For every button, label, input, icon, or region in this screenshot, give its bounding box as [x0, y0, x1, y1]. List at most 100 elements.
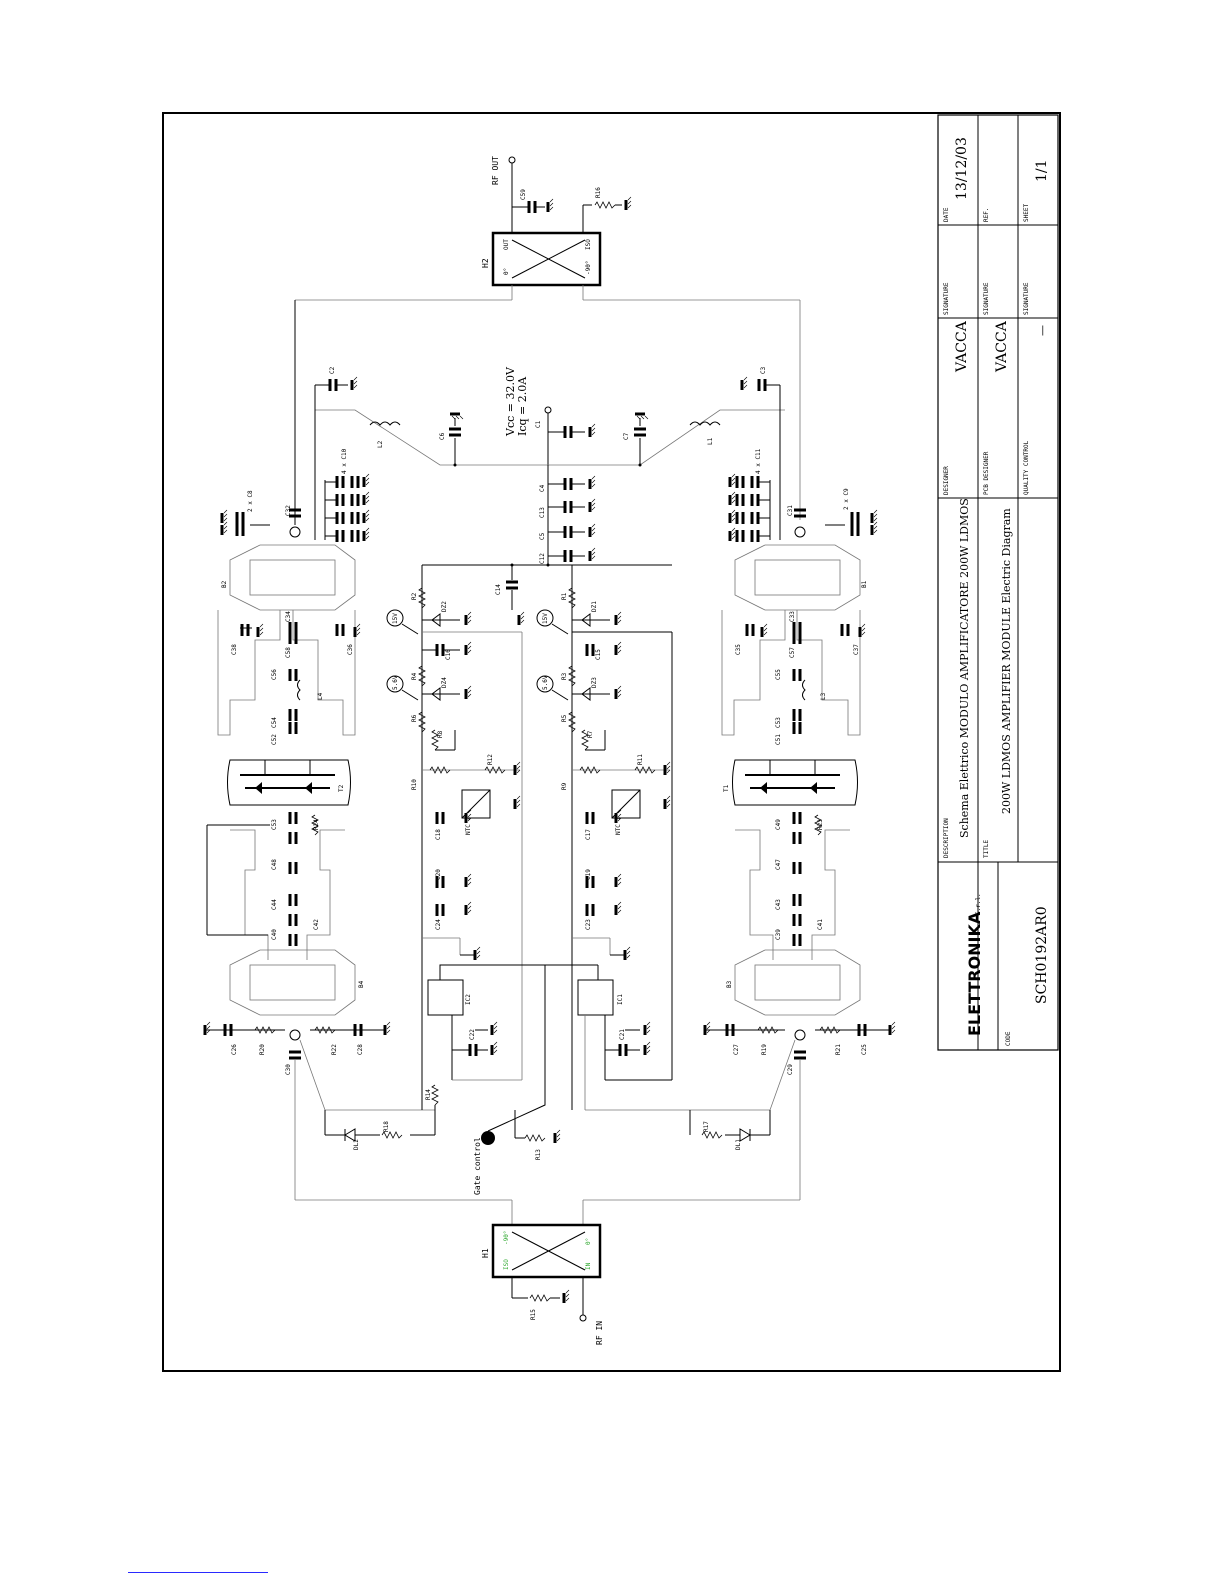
svg-text:C16: C16: [445, 649, 452, 660]
svg-text:C19: C19: [585, 869, 592, 880]
ref-label: REF.: [983, 208, 990, 222]
svg-text:2 x C8: 2 x C8: [247, 490, 254, 512]
svg-text:S.r.l.: S.r.l.: [975, 893, 982, 915]
rf-in-section: H1 -90° ISO 0° IN R15 RF IN: [294, 1190, 801, 1345]
bias-network-bottom: R1 15V DZ1 C15 R3 5.6V DZ3 R5 R7 R9 R11 …: [536, 565, 771, 1150]
svg-text:0°: 0°: [503, 268, 510, 275]
svg-text:H2: H2: [481, 258, 490, 268]
svg-text:C40: C40: [271, 929, 278, 940]
svg-text:DZ4: DZ4: [441, 677, 448, 688]
svg-text:L2: L2: [377, 440, 384, 448]
svg-text:5.6V: 5.6V: [542, 675, 549, 690]
svg-text:C18: C18: [435, 829, 442, 840]
gate-control-terminal[interactable]: [481, 1131, 495, 1145]
svg-text:C20: C20: [435, 869, 442, 880]
svg-text:5.6V: 5.6V: [392, 675, 399, 690]
title-block: DATE 13/12/03 REF. SHEET 1/1 SIGNATURE S…: [937, 114, 1059, 1051]
svg-text:DZ2: DZ2: [441, 601, 448, 612]
svg-text:R19: R19: [761, 1044, 768, 1055]
svg-text:C43: C43: [775, 899, 782, 910]
hybrid-h2: [491, 231, 602, 287]
designer-label: DESIGNER: [943, 466, 950, 495]
svg-text:C52: C52: [271, 734, 278, 745]
svg-text:R7: R7: [587, 730, 594, 738]
svg-text:C56: C56: [271, 669, 278, 680]
svg-text:C36: C36: [347, 644, 354, 655]
svg-text:R20: R20: [259, 1044, 266, 1055]
svg-text:C58: C58: [285, 647, 292, 658]
svg-text:C3: C3: [760, 366, 767, 374]
svg-text:C2: C2: [329, 366, 336, 374]
svg-text:C44: C44: [271, 899, 278, 910]
vcc-label: Vcc = 32.0V: [504, 366, 517, 437]
svg-text:C28: C28: [357, 1044, 364, 1055]
svg-text:C14: C14: [495, 584, 502, 595]
svg-text:B3: B3: [726, 980, 733, 988]
svg-text:R23: R23: [817, 819, 824, 830]
svg-text:B4: B4: [358, 980, 365, 988]
rf-out-label: RF OUT: [491, 156, 500, 185]
svg-text:ELETTRONIKA: ELETTRONIKA: [965, 911, 984, 1036]
balun-b1: [734, 544, 861, 611]
svg-text:L3: L3: [820, 692, 827, 700]
svg-text:C23: C23: [585, 919, 592, 930]
svg-text:C59: C59: [520, 189, 527, 200]
svg-text:R11: R11: [637, 754, 644, 765]
channel-bottom: C3 C31 2 x C9 4 x C11 B1 C33 C57 C35 C37…: [690, 366, 897, 1190]
ic2: [427, 979, 464, 1016]
svg-text:C21: C21: [619, 1029, 626, 1040]
company-logo: ELETTRONIKA S.r.l.: [965, 893, 984, 1036]
ntc-2: [461, 789, 491, 819]
svg-text:C55: C55: [775, 669, 782, 680]
svg-text:R4: R4: [411, 672, 418, 680]
svg-text:L1: L1: [707, 437, 714, 445]
svg-text:C1: C1: [535, 420, 542, 428]
code-value: SCH0192AR0: [1034, 906, 1050, 1004]
svg-text:C57: C57: [789, 647, 796, 658]
channel-top: C2 C32 2 x C8 4 x C10 B2 C34 C58 C38: [203, 366, 435, 1190]
rf-in-label: RF IN: [595, 1321, 604, 1345]
svg-text:C7: C7: [623, 432, 630, 440]
svg-text:ISO: ISO: [503, 1259, 510, 1270]
title-value: 200W LDMOS AMPLIFIER MODULE Electric Dia…: [1000, 508, 1013, 814]
svg-text:C25: C25: [861, 1044, 868, 1055]
svg-text:C22: C22: [469, 1029, 476, 1040]
footer-link-underline[interactable]: [128, 1572, 268, 1573]
transistor-t1: [732, 759, 858, 806]
date-value: 13/12/03: [954, 137, 970, 200]
svg-text:OUT: OUT: [503, 239, 510, 250]
svg-text:L4: L4: [317, 692, 324, 700]
svg-text:C5: C5: [539, 532, 546, 540]
quality-label: QUALITY CONTROL: [1023, 440, 1030, 495]
svg-text:R9: R9: [561, 782, 568, 790]
svg-text:ISO: ISO: [585, 239, 592, 250]
svg-text:IC2: IC2: [465, 994, 472, 1005]
signature-label-2: SIGNATURE: [983, 282, 990, 315]
svg-text:C37: C37: [853, 644, 860, 655]
svg-text:C53: C53: [775, 717, 782, 728]
svg-text:DZ3: DZ3: [591, 677, 598, 688]
svg-text:R17: R17: [703, 1121, 710, 1132]
svg-text:R22: R22: [331, 1044, 338, 1055]
svg-text:C48: C48: [271, 859, 278, 870]
svg-text:R10: R10: [411, 779, 418, 790]
svg-text:R8: R8: [437, 730, 444, 738]
svg-text:C35: C35: [735, 644, 742, 655]
ntc-1: [611, 789, 641, 819]
svg-text:R2: R2: [411, 592, 418, 600]
svg-text:C29: C29: [787, 1064, 794, 1075]
svg-text:R1: R1: [561, 592, 568, 600]
svg-text:R5: R5: [561, 714, 568, 722]
svg-text:DL1: DL1: [735, 1139, 742, 1150]
rf-out-section: RF OUT C59 R16 H2 0° OUT -90° ISO: [294, 156, 801, 520]
quality-value: —: [1036, 325, 1049, 336]
svg-text:C30: C30: [285, 1064, 292, 1075]
svg-text:C47: C47: [775, 859, 782, 870]
sheet-label: SHEET: [1023, 204, 1030, 222]
svg-text:DZ1: DZ1: [591, 601, 598, 612]
svg-text:B1: B1: [861, 580, 868, 588]
svg-text:C38: C38: [231, 644, 238, 655]
svg-text:DL2: DL2: [353, 1139, 360, 1150]
svg-text:C51: C51: [775, 734, 782, 745]
